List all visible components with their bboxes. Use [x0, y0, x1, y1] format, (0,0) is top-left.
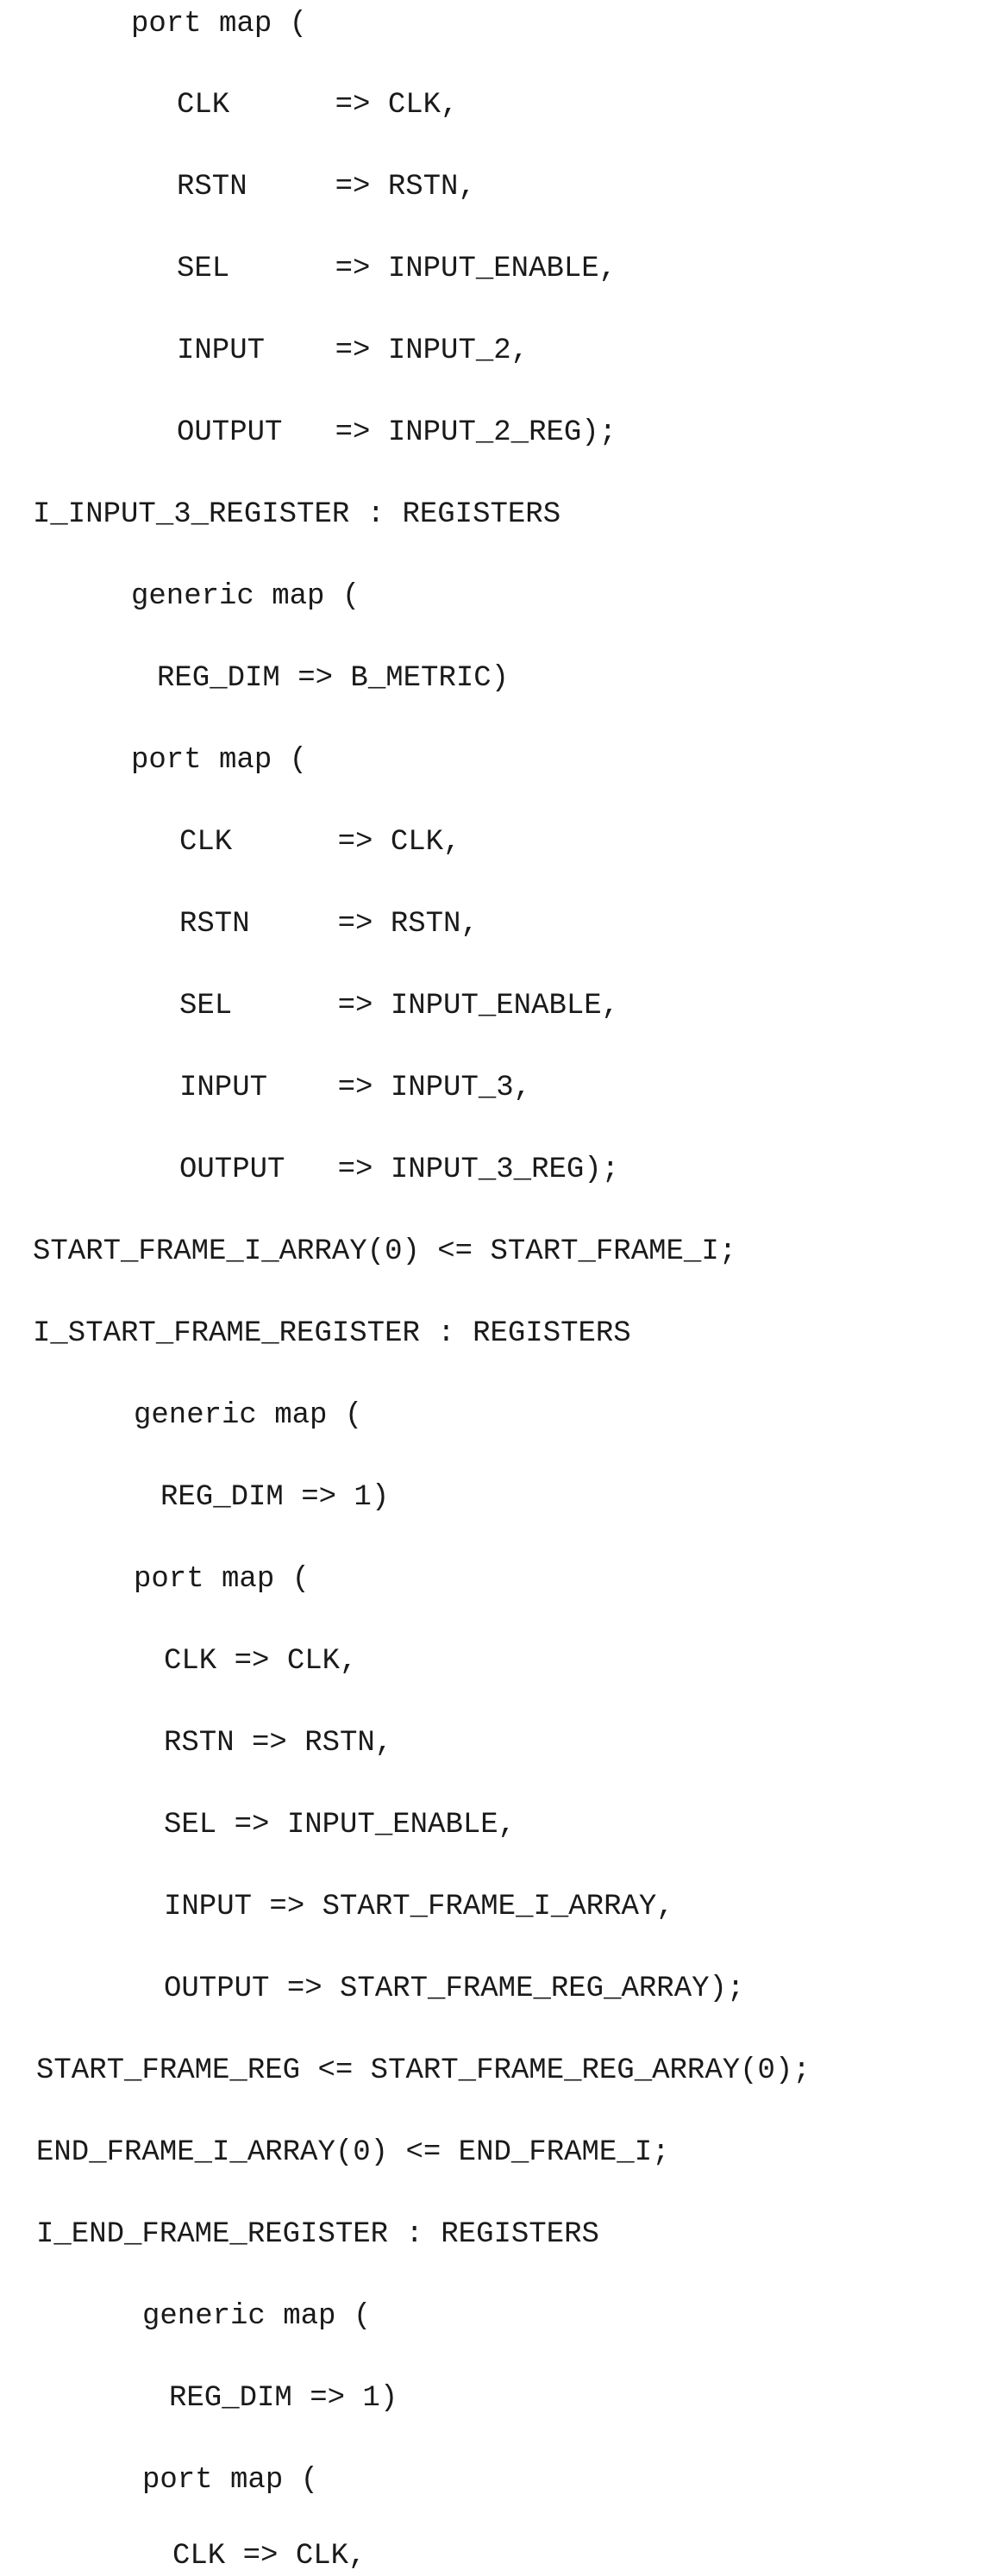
- code-line: SEL => INPUT_ENABLE,: [179, 989, 619, 1023]
- code-line: CLK => CLK,: [177, 88, 458, 122]
- code-line: CLK => CLK,: [164, 1644, 357, 1679]
- code-line: port map (: [142, 2463, 318, 2498]
- code-line: OUTPUT => START_FRAME_REG_ARRAY);: [164, 1972, 744, 2006]
- code-line: CLK => CLK,: [172, 2539, 366, 2573]
- code-line: port map (: [131, 7, 307, 41]
- code-line: RSTN => RSTN,: [177, 170, 476, 204]
- code-line: REG_DIM => 1): [160, 1480, 389, 1515]
- code-line: I_START_FRAME_REGISTER : REGISTERS: [33, 1316, 631, 1351]
- code-line: CLK => CLK,: [179, 825, 460, 860]
- code-line: generic map (: [134, 1398, 362, 1433]
- code-line: I_INPUT_3_REGISTER : REGISTERS: [33, 497, 560, 532]
- code-line: generic map (: [142, 2299, 371, 2334]
- code-line: INPUT => INPUT_3,: [179, 1071, 531, 1105]
- code-line: INPUT => INPUT_2,: [177, 334, 529, 368]
- code-line: REG_DIM => 1): [169, 2381, 398, 2416]
- code-line: REG_DIM => B_METRIC): [157, 661, 509, 696]
- code-line: INPUT => START_FRAME_I_ARRAY,: [164, 1890, 674, 1924]
- code-line: START_FRAME_REG <= START_FRAME_REG_ARRAY…: [36, 2054, 811, 2088]
- code-line: START_FRAME_I_ARRAY(0) <= START_FRAME_I;: [33, 1235, 736, 1269]
- code-line: I_END_FRAME_REGISTER : REGISTERS: [36, 2217, 599, 2252]
- code-line: RSTN => RSTN,: [179, 907, 479, 941]
- code-line: OUTPUT => INPUT_3_REG);: [179, 1153, 619, 1187]
- code-line: generic map (: [131, 579, 360, 614]
- code-line: SEL => INPUT_ENABLE,: [177, 252, 617, 286]
- code-line: END_FRAME_I_ARRAY(0) <= END_FRAME_I;: [36, 2135, 670, 2170]
- code-line: OUTPUT => INPUT_2_REG);: [177, 416, 617, 450]
- code-line: SEL => INPUT_ENABLE,: [164, 1808, 516, 1842]
- code-line: RSTN => RSTN,: [164, 1726, 392, 1760]
- code-line: port map (: [134, 1562, 310, 1597]
- code-line: port map (: [131, 743, 307, 778]
